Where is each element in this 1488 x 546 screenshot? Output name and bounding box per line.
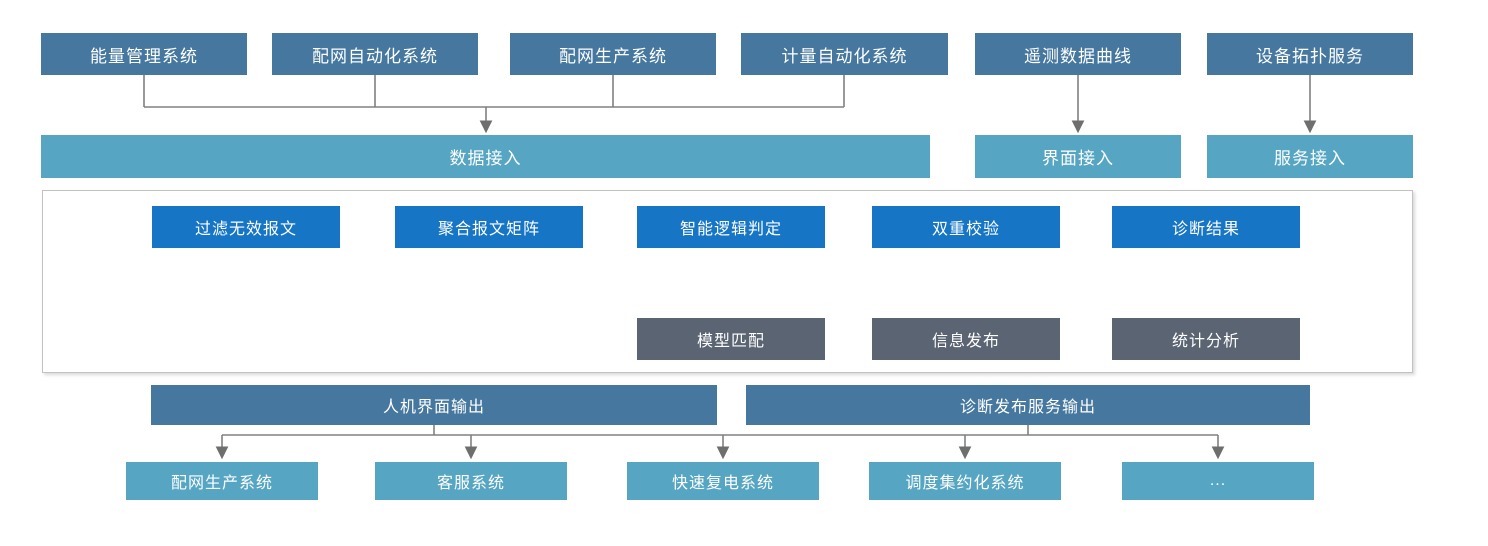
source-box-metering-automation: 计量自动化系统 [741, 33, 948, 75]
result-box-statistical-analysis: 统计分析 [1112, 318, 1300, 360]
source-box-distribution-automation: 配网自动化系统 [272, 33, 478, 75]
source-box-telemetry-curve: 遥测数据曲线 [975, 33, 1181, 75]
result-box-model-matching: 模型匹配 [637, 318, 825, 360]
source-box-distribution-production: 配网生产系统 [510, 33, 716, 75]
process-box-aggregate-message-matrix: 聚合报文矩阵 [395, 206, 583, 248]
bar-ui-access: 界面接入 [975, 135, 1181, 178]
output-box-fast-power-restoration: 快速复电系统 [627, 462, 819, 500]
output-box-ellipsis: ... [1122, 462, 1314, 500]
bar-data-access: 数据接入 [41, 135, 930, 178]
process-box-diagnosis-result: 诊断结果 [1112, 206, 1300, 248]
result-box-information-publish: 信息发布 [872, 318, 1060, 360]
source-box-device-topology: 设备拓扑服务 [1207, 33, 1413, 75]
process-box-intelligent-logic-judgment: 智能逻辑判定 [637, 206, 825, 248]
output-box-customer-service: 客服系统 [375, 462, 567, 500]
output-header-hmi: 人机界面输出 [151, 385, 717, 425]
output-box-dispatch-intensification: 调度集约化系统 [869, 462, 1061, 500]
output-box-distribution-production: 配网生产系统 [126, 462, 318, 500]
process-box-filter-invalid-messages: 过滤无效报文 [152, 206, 340, 248]
source-box-energy-management: 能量管理系统 [41, 33, 247, 75]
output-header-diagnosis-publish-service: 诊断发布服务输出 [746, 385, 1310, 425]
bar-service-access: 服务接入 [1207, 135, 1413, 178]
process-box-double-verification: 双重校验 [872, 206, 1060, 248]
